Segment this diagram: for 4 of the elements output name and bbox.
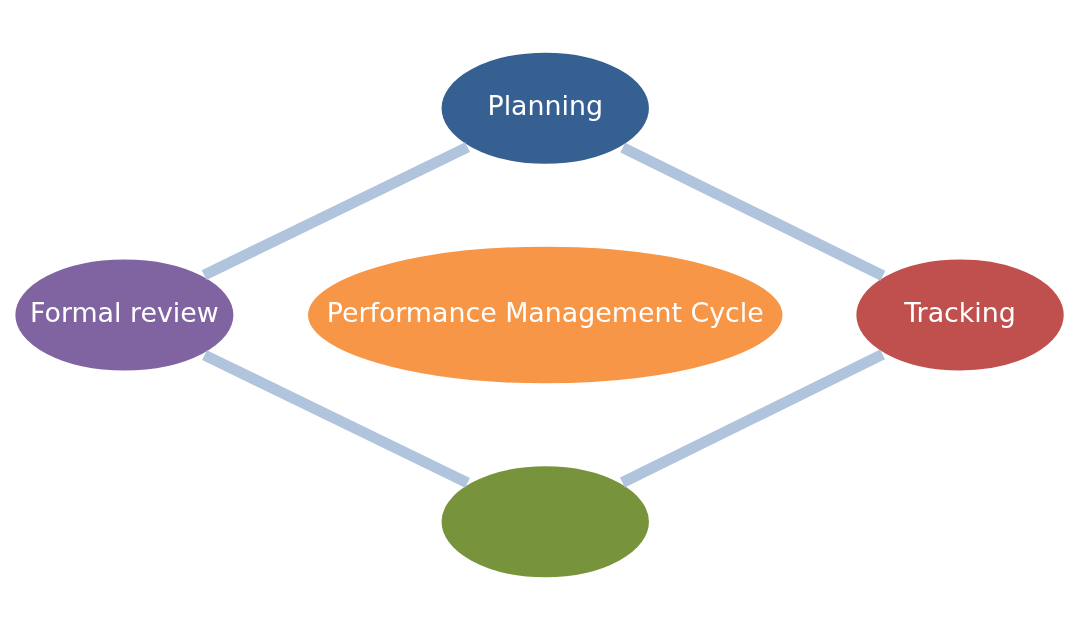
connector	[201, 142, 470, 280]
connector	[620, 142, 886, 281]
connector	[619, 349, 885, 488]
connector	[202, 350, 470, 488]
